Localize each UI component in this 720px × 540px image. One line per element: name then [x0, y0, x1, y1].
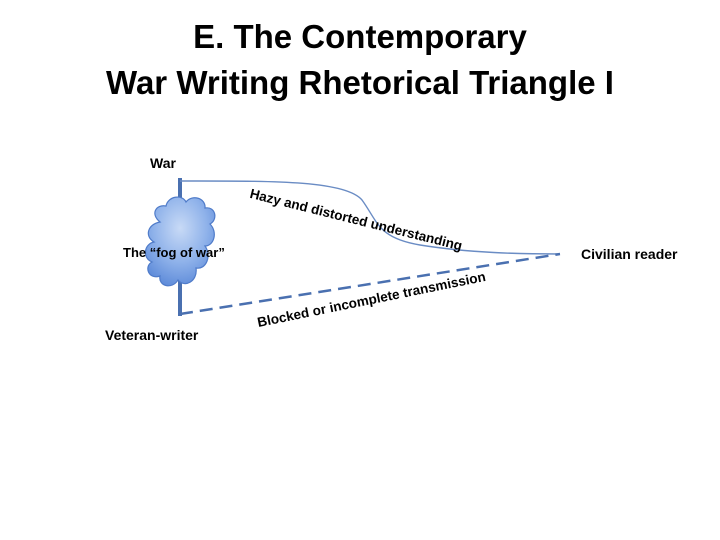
- title-line-1: E. The Contemporary: [193, 18, 527, 55]
- fog-of-war-label: The “fog of war”: [123, 245, 225, 260]
- fog-cloud-shape: [144, 196, 216, 287]
- war-civilian-curve: [179, 180, 561, 255]
- title-line-2: War Writing Rhetorical Triangle I: [106, 64, 614, 101]
- slide-title: E. The Contemporary War Writing Rhetoric…: [0, 14, 720, 106]
- node-veteran-writer-label: Veteran-writer: [105, 327, 199, 343]
- node-civilian-reader-label: Civilian reader: [581, 246, 678, 262]
- veteran-civilian-dashed-line: [179, 252, 561, 316]
- node-war-label: War: [150, 155, 176, 171]
